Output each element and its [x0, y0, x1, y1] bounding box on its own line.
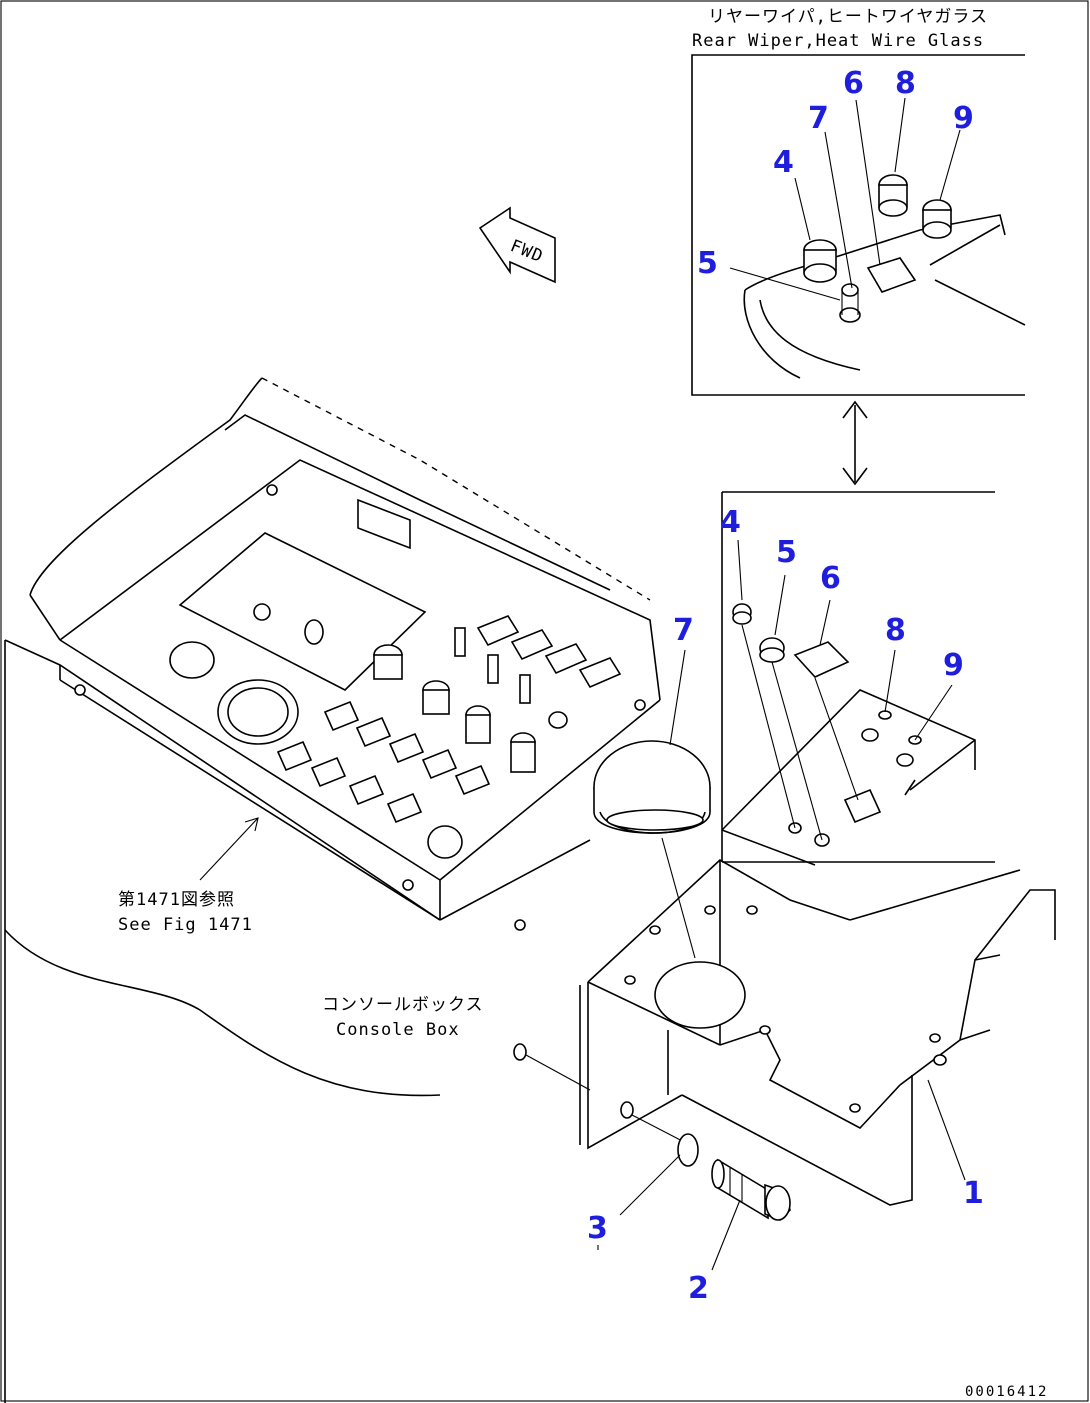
see-fig-jp: 第1471図参照: [118, 890, 235, 910]
inset-callout-6: 6: [843, 66, 864, 101]
see-fig-en: See Fig 1471: [118, 915, 253, 935]
inset-callout-9: 9: [953, 101, 974, 136]
inset-callout-7: 7: [808, 101, 829, 136]
callout-3: 3: [587, 1211, 608, 1246]
inset-box: リヤーワイパ,ヒートワイヤガラス Rear Wiper,Heat Wire Gl…: [691, 7, 1026, 396]
double-arrow: [842, 400, 868, 486]
switch-row-upper: [476, 615, 622, 689]
switch-row-middle: [323, 700, 491, 796]
drawing-number: 00016412: [965, 1384, 1048, 1400]
inset-callout-4: 4: [773, 145, 794, 180]
console-panel: 第1471図参照 See Fig 1471 コンソールボックス Console …: [4, 377, 661, 1403]
callout-4: 4: [720, 505, 741, 540]
callout-6: 6: [820, 561, 841, 596]
console-box-en: Console Box: [336, 1020, 460, 1040]
callout-7: 7: [673, 613, 694, 648]
callout-2: 2: [688, 1271, 709, 1306]
fwd-arrow: FWD: [478, 206, 556, 284]
inset-callout-8: 8: [895, 66, 916, 101]
callout-5: 5: [776, 535, 797, 570]
inset-title-en: Rear Wiper,Heat Wire Glass: [692, 31, 984, 51]
detail-bracket: 4 5 6 7 8 9 1 3 2: [513, 491, 1056, 1306]
callout-8: 8: [885, 613, 906, 648]
callout-9: 9: [943, 648, 964, 683]
console-box-jp: コンソールボックス: [322, 995, 484, 1015]
inset-title-jp: リヤーワイパ,ヒートワイヤガラス: [708, 7, 988, 27]
inset-callout-5: 5: [697, 246, 718, 281]
switch-row-lower: [276, 740, 423, 824]
callout-1: 1: [963, 1176, 984, 1211]
